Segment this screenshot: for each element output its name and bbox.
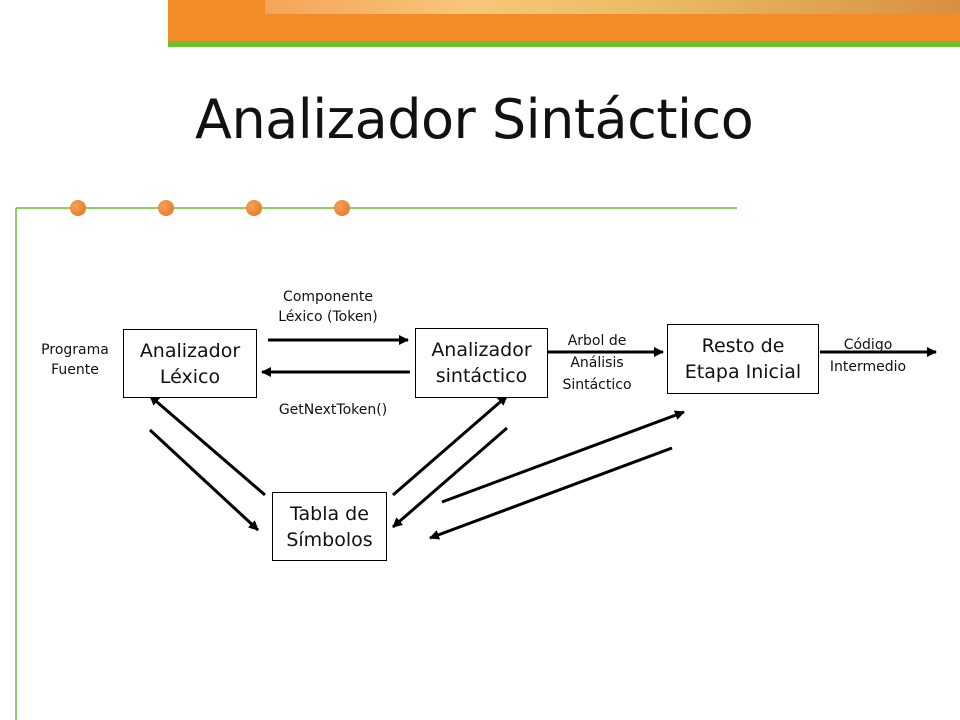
arrow-sintactico-to-tabla xyxy=(392,426,508,529)
arrow-lexico-to-tabla xyxy=(148,428,260,532)
slide-title: Analizador Sintáctico xyxy=(195,88,754,151)
box-sintactico-line1: Analizador xyxy=(431,339,532,361)
decor-dot-4 xyxy=(334,200,350,216)
label-componente-lexico: Componente Léxico (Token) xyxy=(258,287,398,327)
label-arbol-line1: Arbol de xyxy=(567,333,627,349)
header-photo-strip xyxy=(265,0,960,14)
arrow-resto-to-tabla xyxy=(429,446,673,540)
label-arbol-line3: Sintáctico xyxy=(562,377,632,393)
decor-dot-3 xyxy=(246,200,262,216)
box-lexico-line2: Léxico xyxy=(159,365,221,388)
box-tabla-line2: Símbolos xyxy=(286,528,373,551)
label-programa-fuente: Programa Fuente xyxy=(30,340,120,380)
decor-dot-1 xyxy=(70,200,86,216)
box-analizador-lexico: Analizador Léxico xyxy=(123,329,257,398)
label-programa-line2: Fuente xyxy=(51,362,99,378)
label-programa-line1: Programa xyxy=(41,342,109,358)
arrow-tabla-to-lexico xyxy=(149,394,266,497)
label-componente-line1: Componente xyxy=(283,289,373,305)
label-componente-line2: Léxico (Token) xyxy=(278,309,378,325)
label-codigo-intermedio: Código Intermedio xyxy=(818,334,918,378)
arrow-tabla-to-resto xyxy=(441,410,685,504)
label-codigo-line2: Intermedio xyxy=(829,359,907,375)
decor-dot-2 xyxy=(158,200,174,216)
label-codigo-line1: Código xyxy=(843,337,893,353)
box-resto-line2: Etapa Inicial xyxy=(684,361,802,383)
box-tabla-simbolos: Tabla de Símbolos xyxy=(272,492,387,561)
label-arbol-analisis: Arbol de Análisis Sintáctico xyxy=(552,330,642,396)
box-tabla-line1: Tabla de xyxy=(290,502,369,525)
label-arbol-line2: Análisis xyxy=(570,355,624,371)
box-lexico-line1: Analizador xyxy=(139,339,241,362)
box-sintactico-line2: sintáctico xyxy=(435,365,528,387)
box-analizador-sintactico: Analizador sintáctico xyxy=(415,328,548,398)
label-getnexttoken: GetNextToken() xyxy=(278,402,388,418)
box-resto-etapa-inicial: Resto de Etapa Inicial xyxy=(667,324,819,394)
arrow-tabla-to-sintactico xyxy=(392,394,508,497)
box-resto-line1: Resto de xyxy=(701,335,785,357)
